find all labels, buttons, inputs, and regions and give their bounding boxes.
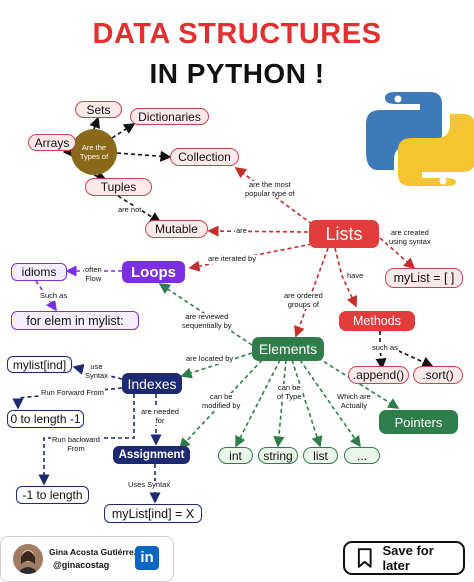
label-located: are located by bbox=[185, 354, 235, 364]
node-type-list[interactable]: list bbox=[303, 447, 338, 464]
node-mutable[interactable]: Mutable bbox=[145, 220, 208, 238]
save-label: Save for later bbox=[382, 543, 434, 573]
node-idioms[interactable]: idioms bbox=[11, 263, 67, 281]
title-line1: DATA STRUCTURES bbox=[92, 18, 382, 50]
node-neg-one-to-length[interactable]: -1 to length bbox=[16, 486, 89, 504]
label-iterated: are iterated by bbox=[207, 254, 257, 264]
node-assignment[interactable]: Assignment bbox=[113, 446, 190, 464]
node-mylist-assign[interactable]: myList[ind] = X bbox=[104, 504, 202, 523]
node-arrays[interactable]: Arrays bbox=[28, 134, 76, 151]
node-type-string[interactable]: string bbox=[258, 447, 298, 464]
node-append[interactable]: .append() bbox=[348, 366, 409, 384]
node-sets[interactable]: Sets bbox=[75, 101, 122, 118]
node-collection[interactable]: Collection bbox=[170, 148, 239, 166]
label-are: are bbox=[235, 226, 248, 236]
label-have: have bbox=[346, 271, 365, 281]
node-dictionaries[interactable]: Dictionaries bbox=[130, 108, 209, 125]
node-elements[interactable]: Elements bbox=[252, 337, 324, 361]
node-indexes[interactable]: Indexes bbox=[122, 373, 182, 394]
node-mylist-syntax[interactable]: myList = [ ] bbox=[385, 268, 463, 288]
node-pointers[interactable]: Pointers bbox=[379, 410, 458, 434]
node-type-more[interactable]: ... bbox=[344, 447, 380, 464]
node-sort[interactable]: .sort() bbox=[413, 366, 463, 384]
bookmark-icon bbox=[357, 548, 372, 568]
node-type-int[interactable]: int bbox=[218, 447, 253, 464]
hub-line2: Types of bbox=[79, 152, 109, 161]
node-mylist-ind[interactable]: mylist[ind] bbox=[7, 356, 72, 373]
author-handle: @ginacostag bbox=[53, 560, 110, 570]
python-logo-icon bbox=[366, 92, 474, 186]
author-card[interactable]: Gina Acosta Gutiérrez @ginacostag in bbox=[0, 536, 174, 582]
save-for-later-button[interactable]: Save for later bbox=[343, 541, 465, 575]
label-such-as-2: such as bbox=[371, 343, 399, 353]
label-are-not: are not bbox=[117, 205, 143, 215]
label-run-forward: Run Forward From bbox=[40, 388, 105, 398]
label-uses-syntax: Uses Syntax bbox=[127, 480, 172, 490]
node-zero-to-length[interactable]: 0 to length -1 bbox=[7, 410, 84, 428]
author-name: Gina Acosta Gutiérrez bbox=[49, 547, 138, 557]
linkedin-icon[interactable]: in bbox=[135, 546, 159, 570]
hub-line1: Are the bbox=[81, 143, 107, 152]
node-for-elem[interactable]: for elem in mylist: bbox=[11, 311, 139, 330]
label-such-as-1: Such as bbox=[39, 291, 69, 301]
node-loops[interactable]: Loops bbox=[122, 261, 185, 283]
node-lists[interactable]: Lists bbox=[309, 220, 379, 248]
title-line2: IN PYTHON ! bbox=[149, 58, 325, 89]
avatar bbox=[13, 544, 43, 574]
node-tuples[interactable]: Tuples bbox=[85, 178, 152, 196]
node-methods[interactable]: Methods bbox=[339, 311, 415, 331]
